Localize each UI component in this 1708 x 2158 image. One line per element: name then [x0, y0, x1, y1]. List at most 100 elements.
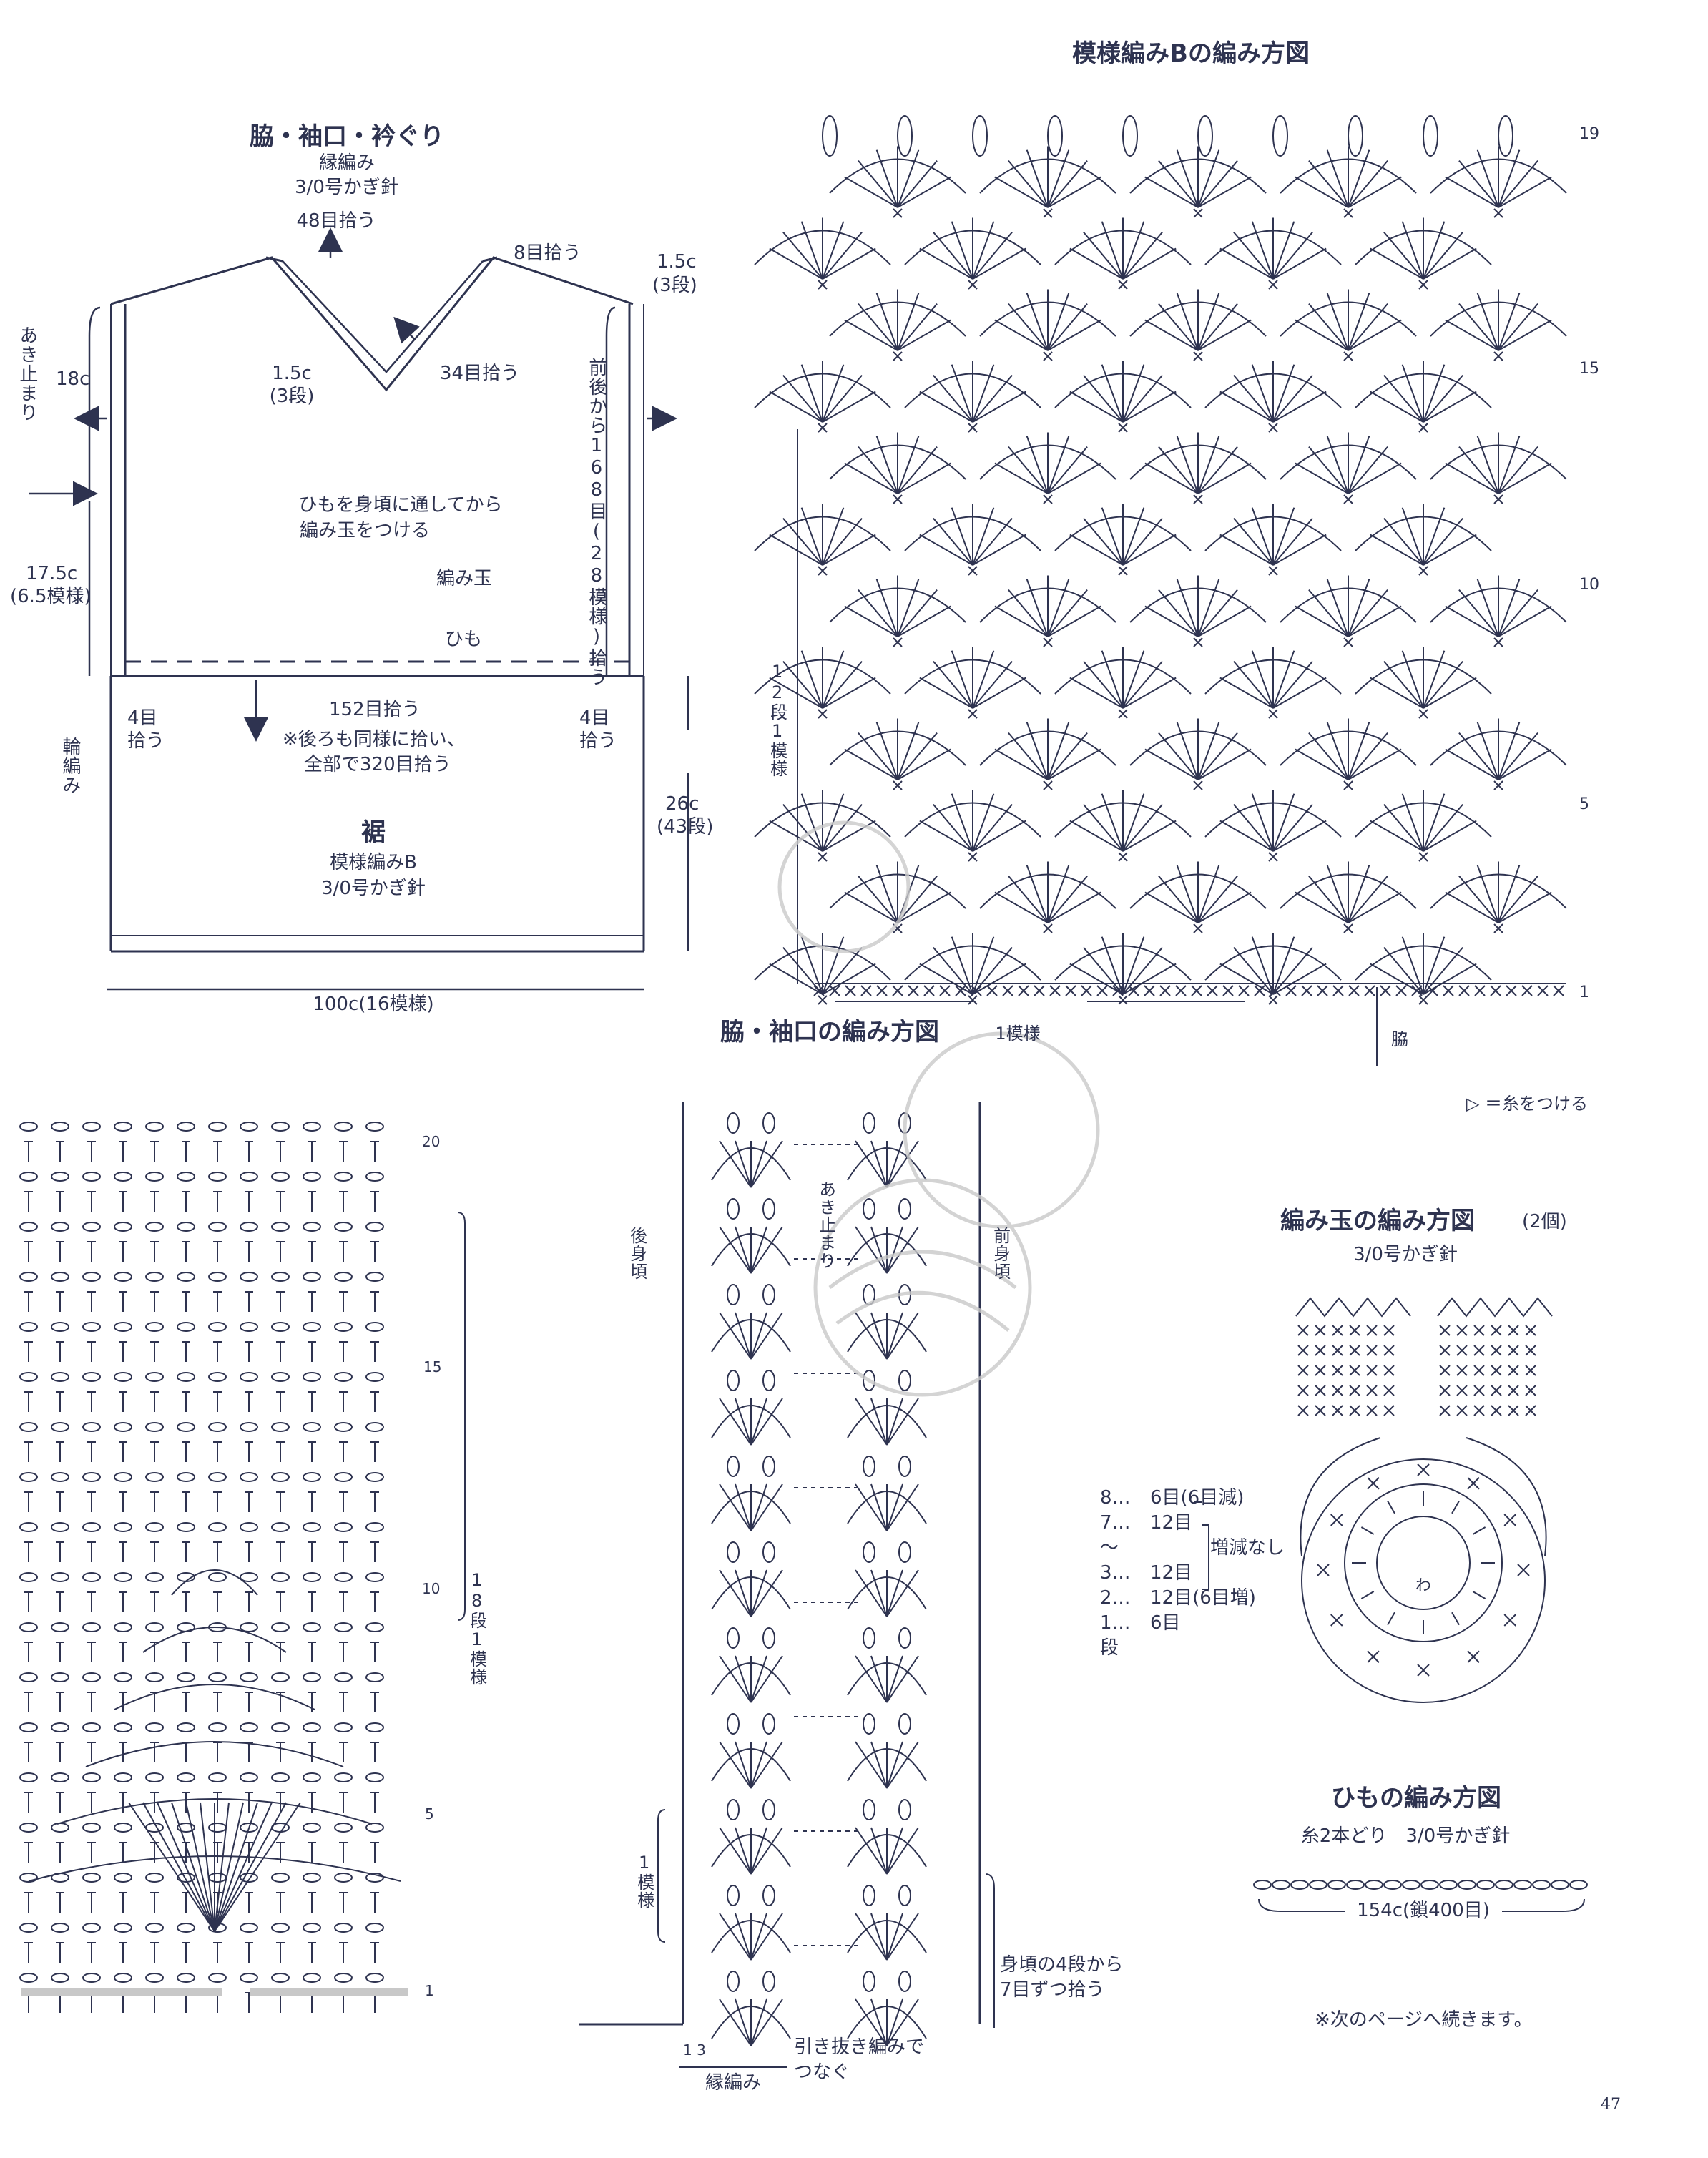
- side-pickup-label: 前後から168目(28模様)拾う: [585, 358, 607, 687]
- dc-stitch: [1272, 507, 1295, 566]
- dc-stitch: [1308, 303, 1349, 351]
- chain-stitch: [177, 1722, 195, 1732]
- dc-stitch: [1476, 579, 1499, 637]
- sc-stitch: [1506, 985, 1517, 996]
- chain-stitch: [365, 1172, 384, 1182]
- inc-stitch: [1387, 1500, 1395, 1514]
- shell-post: [870, 1655, 888, 1703]
- dc-stitch: [1101, 793, 1124, 852]
- dc-stitch: [875, 722, 898, 780]
- dc-stitch: [800, 793, 823, 852]
- dc-stitch: [1498, 865, 1521, 923]
- sc-stitch: [1043, 780, 1053, 790]
- chain-stitch: [303, 1572, 321, 1582]
- dc-stitch: [972, 946, 1013, 995]
- shell-post: [886, 1998, 903, 2046]
- dc-stitch: [1233, 803, 1274, 852]
- pineapple-arc: [142, 1627, 287, 1653]
- dc-stitch: [1083, 946, 1124, 995]
- shell-post: [735, 1312, 752, 1360]
- dc-stitch: [1122, 391, 1177, 423]
- bobble: [727, 1198, 740, 1220]
- dc-stitch: [1445, 319, 1499, 351]
- sc-stitch: [1439, 1325, 1451, 1336]
- inc-stitch: [1472, 1591, 1486, 1599]
- sc-stitch: [893, 637, 903, 647]
- chain-stitch: [271, 1772, 290, 1782]
- dc-stitch: [1498, 149, 1521, 208]
- dc-stitch: [1122, 650, 1145, 709]
- chain-stitch: [19, 1973, 38, 1983]
- dc-stitch: [1047, 462, 1101, 494]
- cord-yarn: 糸2本どり 3/0号かぎ針: [1300, 1825, 1511, 1847]
- dc-stitch: [1122, 946, 1163, 995]
- dc-stitch: [1498, 589, 1538, 637]
- chain-stitch: [240, 1522, 258, 1532]
- dc-stitch: [1348, 436, 1370, 494]
- chart-b-repeat: 12段1模様: [767, 662, 787, 778]
- sc-stitch: [1364, 985, 1375, 996]
- dc-stitch: [1348, 303, 1388, 351]
- sc-stitch: [1417, 1463, 1430, 1476]
- dc-stitch: [822, 231, 863, 280]
- dc-stitch: [1458, 160, 1499, 208]
- dc-stitch: [1401, 364, 1424, 423]
- shell-post: [750, 1569, 783, 1617]
- bobble: [727, 1971, 740, 1992]
- side-repeat: 1模様: [634, 1853, 654, 1909]
- shell-post: [886, 1827, 919, 1875]
- chain-stitch: [145, 1122, 164, 1132]
- chain-stitch: [82, 1272, 101, 1282]
- fan-post: [142, 1802, 215, 1932]
- chain-stitch: [51, 1322, 69, 1332]
- chain-stitch: [82, 1823, 101, 1833]
- join-note-2: つなぐ: [794, 2061, 850, 2083]
- chain-stitch: [51, 1522, 69, 1532]
- chain-stitch: [114, 1472, 132, 1482]
- chain-stitch: [145, 1222, 164, 1232]
- side-chart-title: 脇・袖口の編み方図: [720, 1018, 939, 1046]
- sc-stitch: [968, 995, 978, 1005]
- dc-stitch: [1026, 436, 1049, 494]
- chain-stitch: [19, 1422, 38, 1432]
- shell-post: [750, 1827, 767, 1875]
- dc-stitch: [1498, 303, 1538, 351]
- dc-stitch: [951, 793, 973, 852]
- picot: [1498, 115, 1513, 157]
- dc-stitch: [1348, 875, 1388, 923]
- garment-schematic: [109, 256, 645, 953]
- dc-stitch: [1083, 660, 1124, 709]
- chain-stitch: [19, 1322, 38, 1332]
- left-chart-repeat: 18段1模様: [466, 1570, 487, 1686]
- chain-stitch: [240, 1272, 258, 1282]
- dc-stitch: [1308, 732, 1349, 780]
- shell-post: [719, 1998, 752, 2046]
- sc-stitch: [1418, 709, 1428, 719]
- chain-stitch: [177, 1672, 195, 1682]
- dc-stitch: [1144, 462, 1199, 494]
- bobble: [898, 1885, 911, 1906]
- shell-post: [750, 1140, 767, 1188]
- shell-post: [886, 1827, 903, 1875]
- sc-stitch: [1525, 1405, 1536, 1416]
- dc-stitch: [1251, 364, 1274, 423]
- chain-stitch: [145, 1973, 164, 1983]
- chain-stitch: [19, 1772, 38, 1782]
- sc-stitch: [1315, 1405, 1326, 1416]
- dc-stitch: [1498, 462, 1552, 494]
- sc-stitch: [939, 985, 951, 996]
- shell-post: [855, 1569, 888, 1617]
- sc-stitch: [1439, 1345, 1451, 1356]
- dc-stitch: [1401, 936, 1424, 995]
- chart-b-unit: 1模様: [995, 1024, 1041, 1044]
- cord-label: ひも: [445, 629, 483, 650]
- dc-stitch: [1348, 605, 1402, 637]
- sc-stitch: [1525, 1325, 1536, 1336]
- bobble: [898, 1627, 911, 1649]
- sc-stitch: [1366, 1405, 1378, 1416]
- bobble: [863, 1456, 875, 1477]
- inc-stitch: [1360, 1526, 1375, 1535]
- shell-post: [855, 1483, 888, 1531]
- chain-stitch: [51, 1372, 69, 1382]
- dc-stitch: [1008, 446, 1049, 494]
